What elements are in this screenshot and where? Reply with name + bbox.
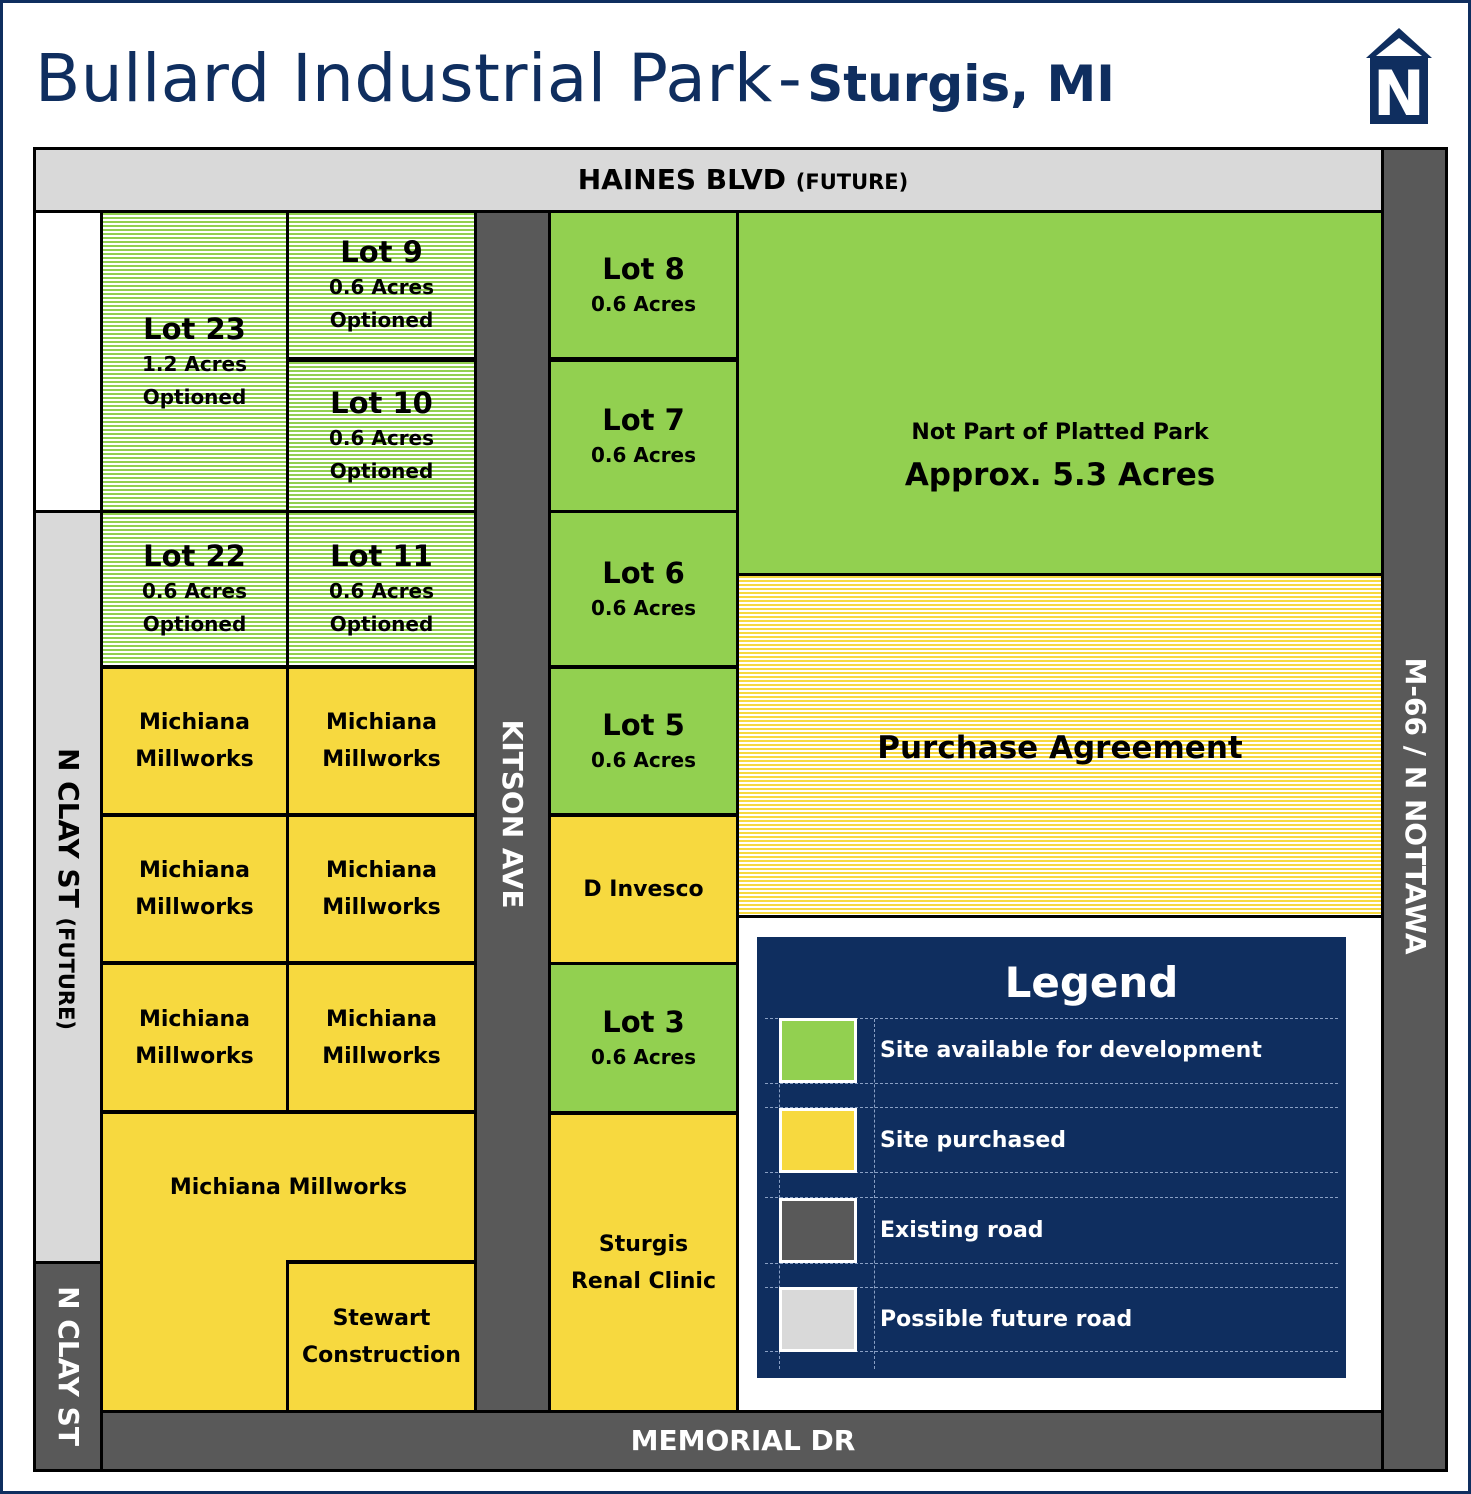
- michiana-millworks-parcel[interactable]: Michiana Millworks: [103, 669, 286, 813]
- michiana-millworks-large-label: Michiana Millworks: [169, 1174, 408, 1200]
- n-clay-st-road: [36, 1264, 100, 1469]
- michiana-millworks-parcel[interactable]: Michiana Millworks: [103, 817, 286, 961]
- park-name: Bullard Industrial Park: [35, 40, 773, 117]
- n-clay-st-future-road: [36, 513, 100, 1261]
- lot-9[interactable]: Lot 9 0.6 Acres Optioned: [289, 213, 474, 357]
- page-title: Bullard Industrial Park - Sturgis, MI: [35, 34, 1115, 124]
- stewart-construction-parcel[interactable]: Stewart Construction: [289, 1264, 474, 1410]
- m66-nottawa-label: M-66 / N NOTTAWA: [1399, 657, 1432, 955]
- not-platted-parcel[interactable]: Not Part of Platted Park Approx. 5.3 Acr…: [739, 213, 1381, 573]
- kitson-ave-road: [477, 213, 548, 1410]
- legend-item-existing-road: Existing road: [757, 1198, 1346, 1263]
- legend-item-purchased: Site purchased: [757, 1108, 1346, 1173]
- michiana-millworks-parcel[interactable]: Michiana Millworks: [289, 817, 474, 961]
- memorial-dr-road: [103, 1413, 1381, 1469]
- n-clay-st-label: N CLAY ST: [52, 1286, 85, 1446]
- lot-6[interactable]: Lot 6 0.6 Acres: [551, 513, 736, 665]
- lot-8[interactable]: Lot 8 0.6 Acres: [551, 213, 736, 357]
- not-platted-acreage: Approx. 5.3 Acres: [904, 457, 1216, 493]
- lot-10[interactable]: Lot 10 0.6 Acres Optioned: [289, 362, 474, 510]
- legend: Legend Site available for development Si…: [757, 937, 1346, 1378]
- not-platted-label: Not Part of Platted Park: [911, 420, 1209, 445]
- lot-11[interactable]: Lot 11 0.6 Acres Optioned: [289, 513, 474, 665]
- kitson-ave-label: KITSON AVE: [496, 719, 529, 909]
- north-letter: N: [1373, 57, 1425, 126]
- purchase-agreement-label: Purchase Agreement: [877, 730, 1243, 766]
- lot-23[interactable]: Lot 23 1.2 Acres Optioned: [103, 213, 286, 510]
- legend-swatch-existing-road: [779, 1198, 857, 1263]
- d-invesco-parcel[interactable]: D Invesco: [551, 817, 736, 962]
- lot-5[interactable]: Lot 5 0.6 Acres: [551, 669, 736, 813]
- michiana-millworks-parcel[interactable]: Michiana Millworks: [103, 965, 286, 1110]
- n-clay-st-future-label: N CLAY ST (FUTURE): [52, 747, 85, 1031]
- memorial-dr-label: MEMORIAL DR: [630, 1424, 856, 1457]
- legend-item-available: Site available for development: [757, 1018, 1346, 1083]
- lot-7[interactable]: Lot 7 0.6 Acres: [551, 362, 736, 510]
- legend-item-future-road: Possible future road: [757, 1287, 1346, 1352]
- park-location: Sturgis, MI: [807, 55, 1115, 113]
- michiana-millworks-parcel[interactable]: Michiana Millworks: [289, 965, 474, 1110]
- lot-22[interactable]: Lot 22 0.6 Acres Optioned: [103, 513, 286, 665]
- haines-blvd-road: [36, 150, 1381, 210]
- haines-blvd-label: HAINES BLVD (FUTURE): [577, 163, 909, 196]
- vacant-strip: [36, 213, 100, 510]
- lot-3[interactable]: Lot 3 0.6 Acres: [551, 965, 736, 1111]
- sturgis-renal-clinic-parcel[interactable]: Sturgis Renal Clinic: [551, 1115, 736, 1410]
- legend-swatch-purchased: [779, 1108, 857, 1173]
- michiana-millworks-large-parcel[interactable]: [103, 1114, 474, 1260]
- title-separator: -: [777, 40, 803, 117]
- michiana-millworks-parcel[interactable]: Michiana Millworks: [289, 669, 474, 813]
- legend-swatch-future-road: [779, 1287, 857, 1352]
- legend-swatch-available: [779, 1018, 857, 1083]
- purchase-agreement-parcel[interactable]: Purchase Agreement: [739, 576, 1381, 915]
- legend-title: Legend: [1004, 958, 1179, 1007]
- north-arrow-icon: N: [1366, 28, 1432, 126]
- m66-nottawa-road: [1384, 150, 1445, 1469]
- michiana-millworks-large-parcel-south: [103, 1257, 286, 1410]
